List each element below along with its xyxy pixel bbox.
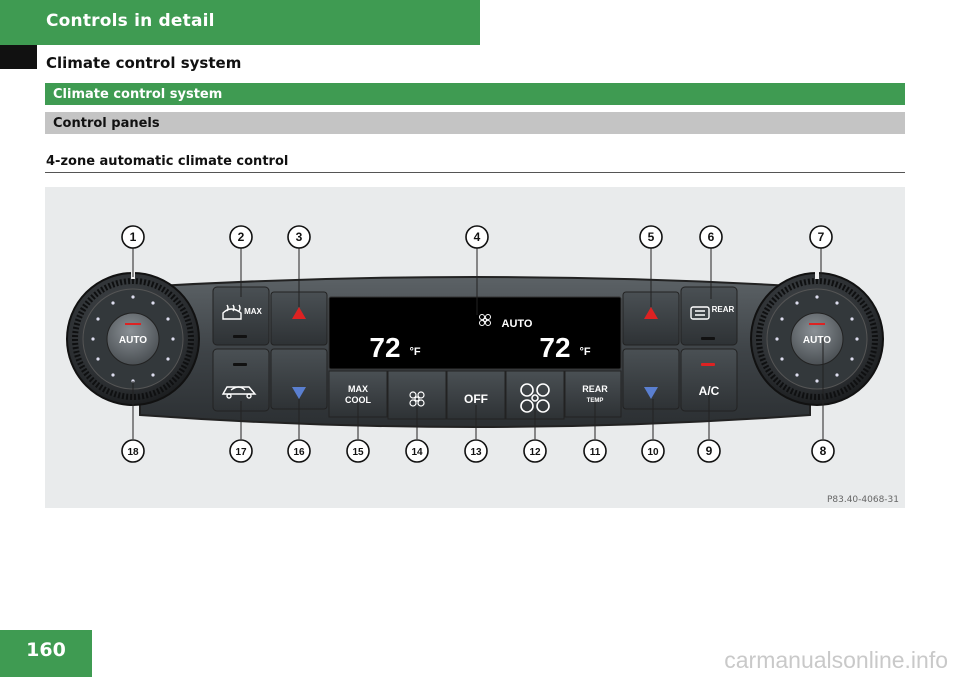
control-panel-illustration: AUTO AUTO MAX REAR MAX COOL OFF REAR TEM… xyxy=(66,225,884,463)
left-temperature: 72 xyxy=(369,332,400,363)
temp-up-left-icon xyxy=(292,307,306,319)
fan-low-icon xyxy=(409,391,425,407)
right-knob xyxy=(750,271,884,406)
header-marker xyxy=(0,45,37,69)
indicator-led-off xyxy=(701,337,715,340)
callout-17: 17 xyxy=(235,447,247,458)
callout-11: 11 xyxy=(590,447,601,458)
subsection-bar-label: Control panels xyxy=(53,116,160,131)
rear-defrost-label: REAR xyxy=(712,305,735,314)
indicator-led-off xyxy=(233,335,247,338)
callout-10: 10 xyxy=(647,447,659,458)
ac-label: A/C xyxy=(699,384,720,398)
temp-down-left-icon xyxy=(292,387,306,399)
callout-circles xyxy=(121,225,835,463)
callout-4: 4 xyxy=(474,230,481,244)
callout-6: 6 xyxy=(708,230,715,244)
recirculation-icon xyxy=(221,386,257,399)
page-number: 160 xyxy=(26,639,66,661)
section-bar: Climate control system xyxy=(45,83,905,105)
callout-9: 9 xyxy=(706,444,713,458)
display-mode: AUTO xyxy=(502,318,533,330)
defrost-icon xyxy=(222,304,242,320)
right-temperature: 72 xyxy=(539,332,570,363)
sub-heading: 4-zone automatic climate control xyxy=(46,154,289,169)
callout-13: 13 xyxy=(470,447,482,458)
figure-code: P83.40-4068-31 xyxy=(826,495,899,505)
max-cool-label-1: MAX xyxy=(348,384,368,394)
auto-left-label: AUTO xyxy=(119,335,147,346)
left-knob xyxy=(66,271,200,406)
callout-12: 12 xyxy=(529,447,541,458)
max-cool-label-2: COOL xyxy=(345,395,372,405)
callout-14: 14 xyxy=(411,447,423,458)
rear-temp-label-2: TEMP xyxy=(587,398,604,404)
temp-down-right-icon xyxy=(644,387,658,399)
callout-2: 2 xyxy=(238,230,245,244)
indicator-led-off xyxy=(233,363,247,366)
fan-high-icon xyxy=(520,383,550,413)
left-temperature-unit: °F xyxy=(409,346,420,358)
leader-lines xyxy=(132,247,824,439)
ac-indicator-led xyxy=(701,363,715,366)
bottom-button-row xyxy=(328,370,622,420)
callout-7: 7 xyxy=(818,230,825,244)
callout-1: 1 xyxy=(130,230,137,244)
callout-18: 18 xyxy=(127,447,139,458)
subsection-bar: Control panels xyxy=(45,112,905,134)
temp-up-right-icon xyxy=(644,307,658,319)
page-number-tab: 160 xyxy=(0,630,92,677)
callout-16: 16 xyxy=(293,447,305,458)
callout-3: 3 xyxy=(296,230,303,244)
display-fan-icon xyxy=(479,314,491,326)
off-label: OFF xyxy=(464,392,488,406)
section-bar-label: Climate control system xyxy=(53,87,223,102)
callout-8: 8 xyxy=(820,444,827,458)
rear-defrost-icon xyxy=(690,306,710,320)
watermark: carmanualsonline.info xyxy=(724,647,948,673)
right-temperature-unit: °F xyxy=(579,346,590,358)
heading-rule xyxy=(45,172,905,173)
section-header-tab: Controls in detail xyxy=(0,0,480,45)
chapter-title: Climate control system xyxy=(46,54,242,72)
climate-control-figure: AUTO AUTO MAX REAR MAX COOL OFF REAR TEM… xyxy=(45,187,905,508)
rear-temp-label-1: REAR xyxy=(582,384,608,394)
max-defrost-label: MAX xyxy=(244,307,262,316)
temperature-display xyxy=(328,296,622,370)
auto-right-label: AUTO xyxy=(803,335,831,346)
section-title: Controls in detail xyxy=(46,11,215,31)
callout-15: 15 xyxy=(352,447,364,458)
callout-5: 5 xyxy=(648,230,655,244)
